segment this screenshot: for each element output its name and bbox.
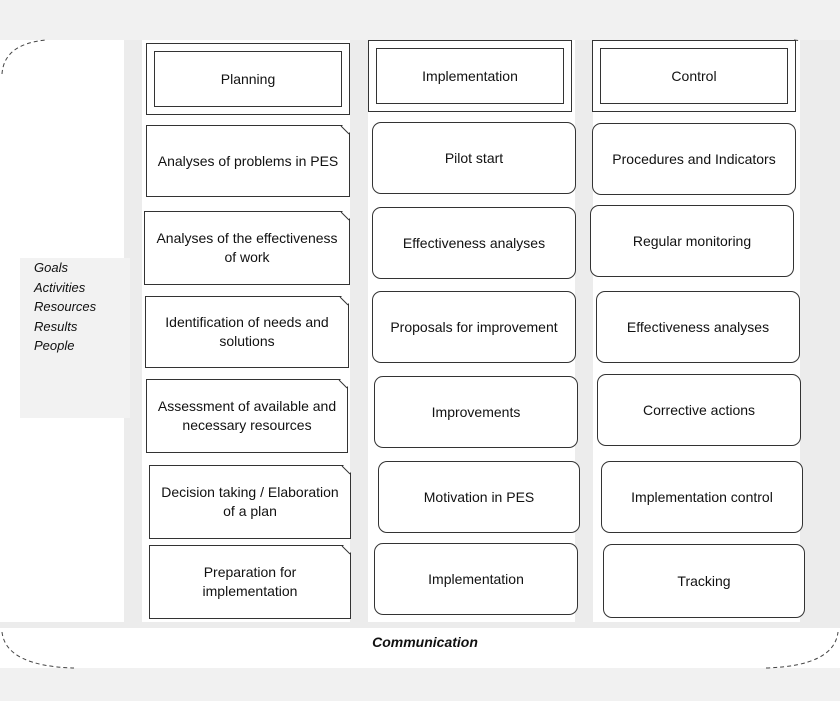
header-planning: Planning — [146, 43, 350, 115]
implementation-step: Motivation in PES — [378, 461, 580, 533]
planning-step: Decision taking / Elaboration of a plan — [149, 465, 351, 539]
control-step: Corrective actions — [597, 374, 801, 446]
header-implementation: Implementation — [368, 40, 572, 112]
implementation-step: Pilot start — [372, 122, 576, 194]
dog-ear-corner — [341, 465, 351, 475]
control-step: Tracking — [603, 544, 805, 618]
planning-step: Analyses of problems in PES — [146, 125, 350, 197]
gutter-mid-2 — [575, 40, 593, 625]
side-label: Results — [34, 318, 78, 334]
dog-ear-corner — [340, 211, 350, 221]
header-label: Planning — [154, 51, 342, 107]
corner-bottom-left — [1, 631, 75, 669]
implementation-step: Effectiveness analyses — [372, 207, 576, 279]
dog-ear-corner — [339, 296, 349, 306]
header-label: Control — [600, 48, 788, 104]
side-label: Activities — [34, 279, 86, 295]
gutter-mid-1 — [350, 40, 368, 625]
gutter-right — [800, 40, 840, 625]
planning-step: Preparation for implementation — [149, 545, 351, 619]
header-label: Implementation — [376, 48, 564, 104]
corner-top-left — [1, 39, 47, 75]
control-step: Regular monitoring — [590, 205, 794, 277]
control-step: Procedures and Indicators — [592, 123, 796, 195]
header-control: Control — [592, 40, 796, 112]
dog-ear-corner — [341, 545, 351, 555]
gutter-left — [124, 40, 142, 625]
footer-strip — [0, 622, 840, 628]
dog-ear-corner — [338, 379, 348, 389]
corner-bottom-right — [765, 631, 839, 669]
implementation-step: Proposals for improvement — [372, 291, 576, 363]
dog-ear-corner — [340, 125, 350, 135]
side-label: Resources — [34, 299, 97, 314]
side-label: People — [34, 338, 75, 353]
planning-step: Analyses of the effectiveness of work — [144, 211, 350, 285]
side-label: Goals — [34, 260, 68, 275]
implementation-step: Implementation — [374, 543, 578, 615]
implementation-step: Improvements — [374, 376, 578, 448]
planning-step: Identification of needs and solutions — [145, 296, 349, 368]
planning-step: Assessment of available and necessary re… — [146, 379, 348, 453]
control-step: Effectiveness analyses — [596, 291, 800, 363]
control-step: Implementation control — [601, 461, 803, 533]
side-label-list: Goals Activities Resources Results Peopl… — [20, 258, 130, 418]
communication-footer: Communication — [80, 628, 770, 656]
